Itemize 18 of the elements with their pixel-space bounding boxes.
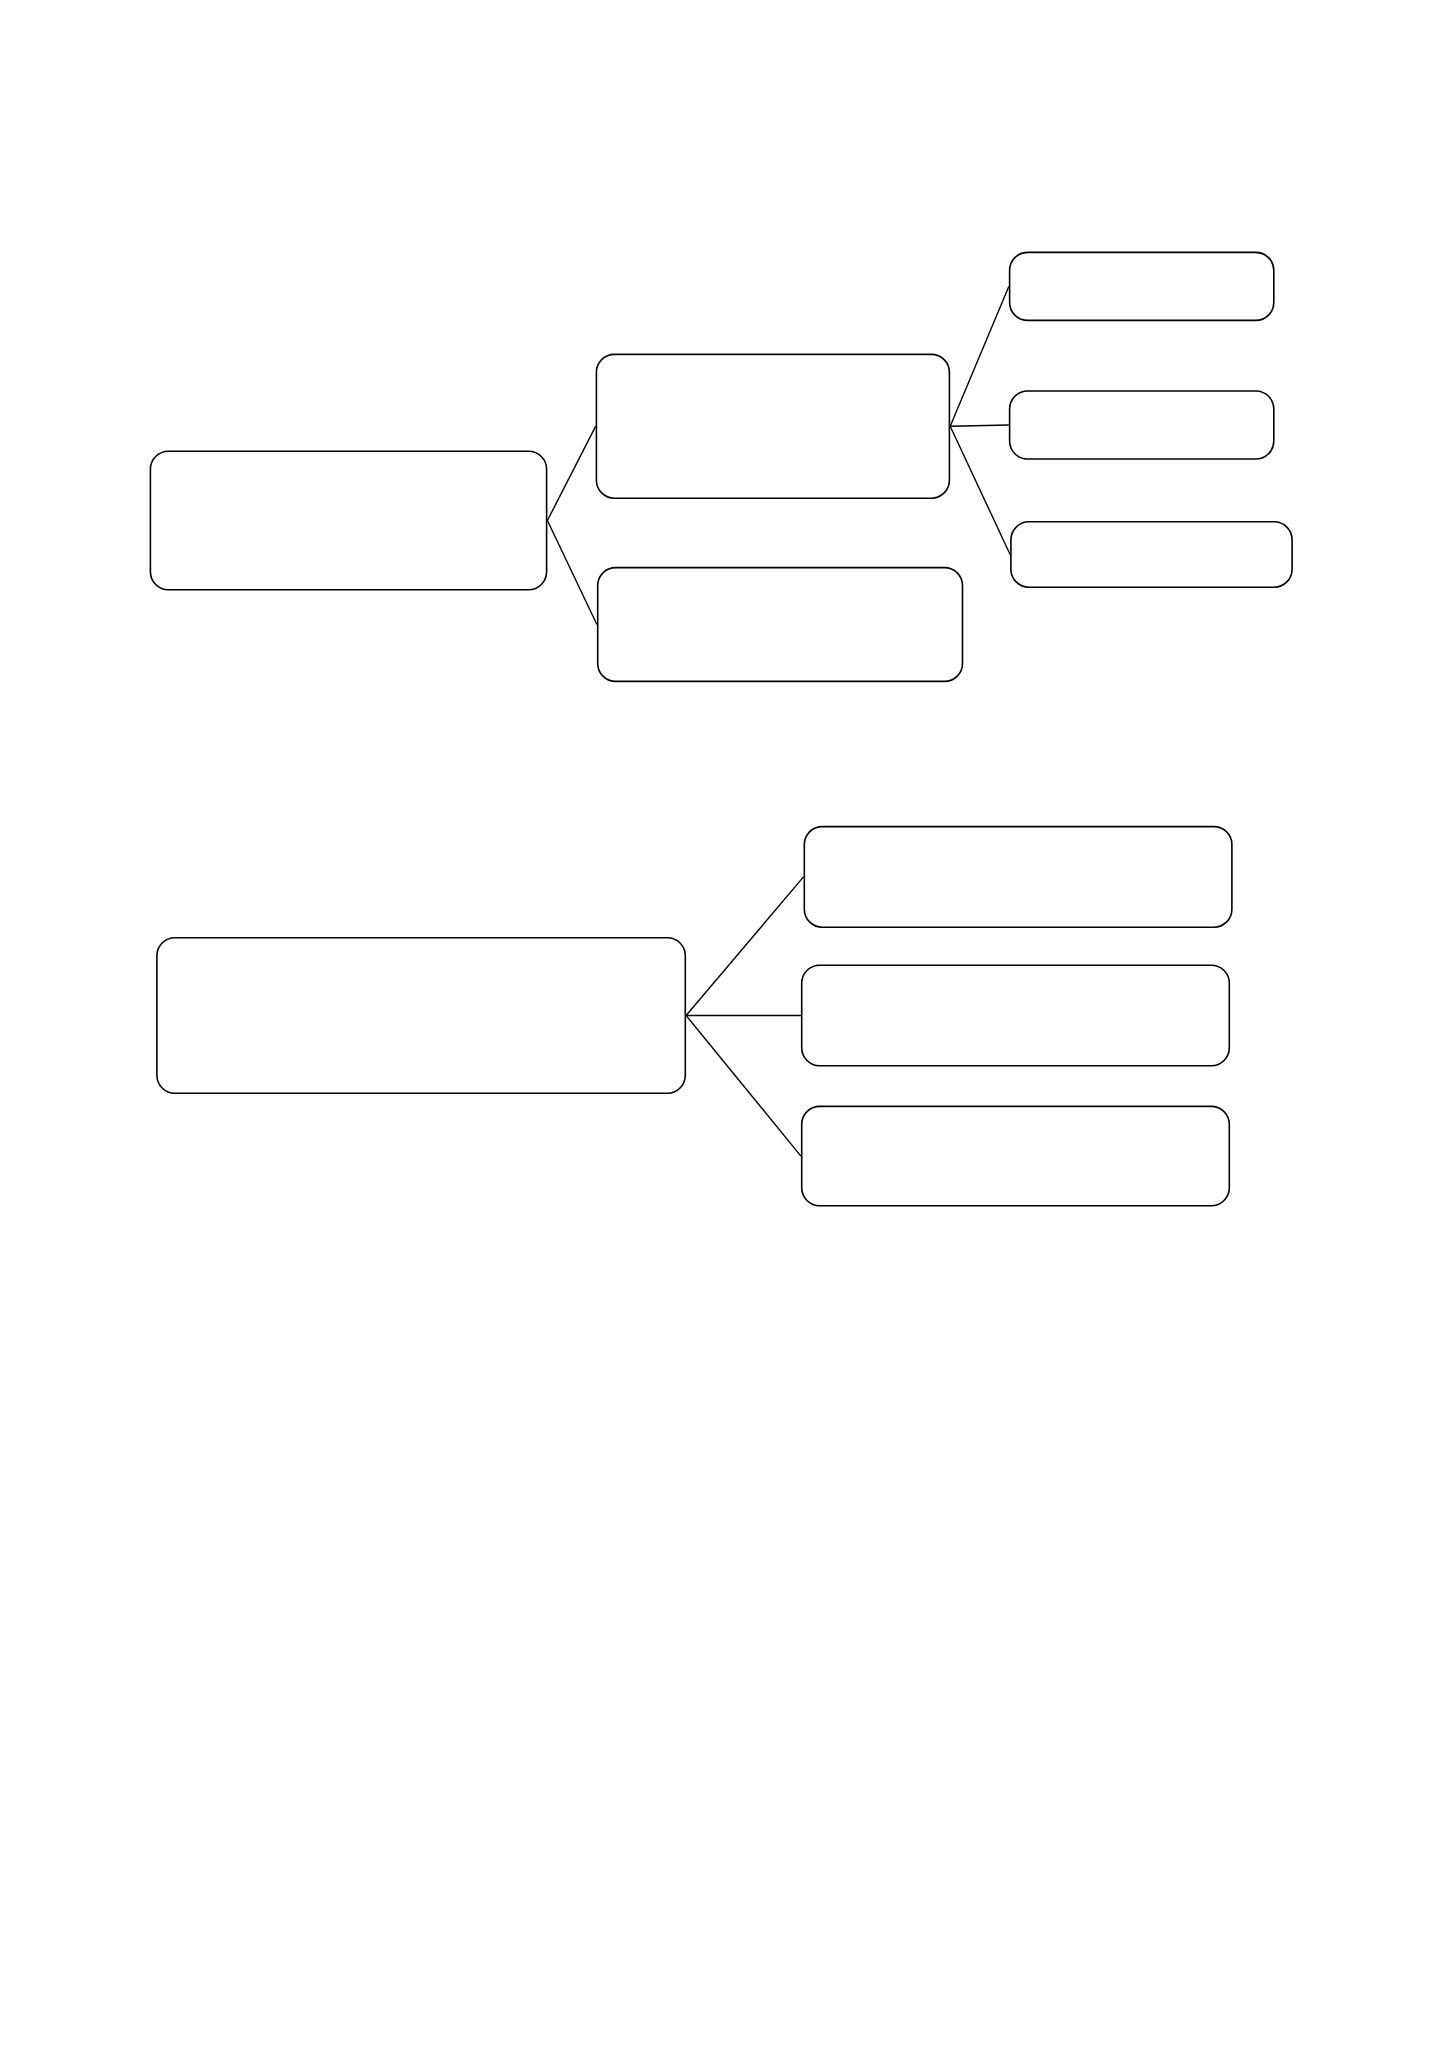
rounded-box [596, 566, 964, 683]
rounded-box [595, 353, 951, 499]
rounded-box [1008, 251, 1275, 322]
connector-line [949, 424, 1010, 427]
rounded-box [800, 1105, 1231, 1207]
rounded-box [803, 825, 1233, 928]
connector-line [949, 425, 1011, 556]
connector-line [546, 519, 598, 626]
rounded-box [149, 450, 548, 591]
connector-line [685, 1014, 802, 1017]
connector-line [546, 425, 597, 522]
rounded-box [1010, 521, 1293, 588]
rounded-box [156, 936, 687, 1095]
rounded-box [1008, 390, 1275, 460]
connector-line [685, 1014, 802, 1157]
rounded-box [800, 964, 1231, 1067]
connector-line [685, 876, 805, 1017]
connector-line [949, 285, 1010, 427]
